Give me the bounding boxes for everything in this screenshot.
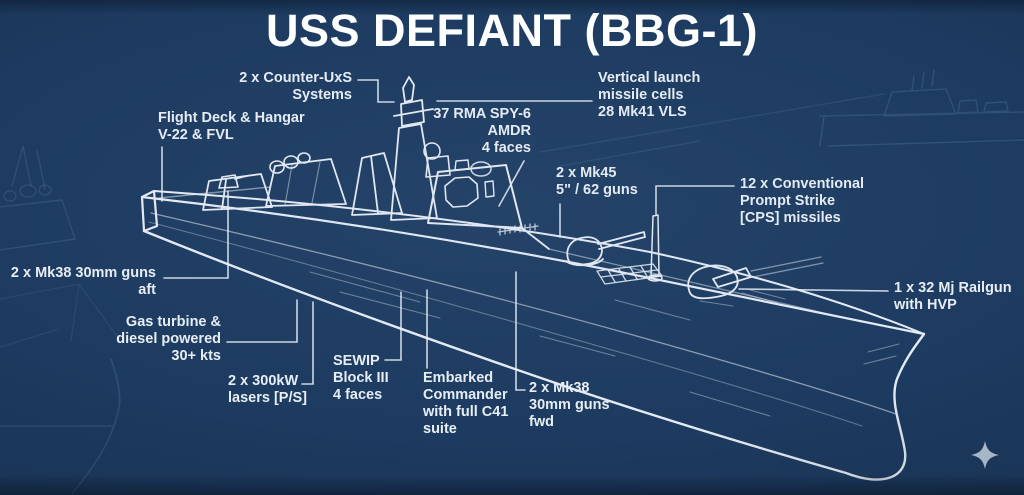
background-ship-sketches <box>0 69 1024 495</box>
hull-transom <box>140 189 159 233</box>
mk45-gun-turret <box>565 231 646 267</box>
foredeck-line <box>548 248 863 323</box>
leader-lasers <box>301 301 314 385</box>
leader-railgun <box>738 288 889 292</box>
background-ship-right-outline <box>819 69 1024 147</box>
page-title: USS DEFIANT (BBG-1) <box>266 5 758 56</box>
mk38-aft-gun <box>218 174 248 189</box>
label-mk38-guns-fwd: 2 x Mk38 30mm guns fwd <box>529 380 610 430</box>
bridge-front-slope <box>521 227 550 250</box>
deck-railing <box>497 223 539 236</box>
label-mk38-guns-aft: 2 x Mk38 30mm guns aft <box>10 265 156 298</box>
hull-strake-line <box>150 212 897 415</box>
hull-sheer-far <box>153 190 925 335</box>
leader-cps <box>655 185 735 215</box>
label-flight-deck-hangar: Flight Deck & Hangar V-22 & FVL <box>158 110 305 143</box>
funnel-block <box>351 152 403 216</box>
label-vertical-launch-cells: Vertical launch missile cells 28 Mk41 VL… <box>598 70 701 120</box>
label-embarked-commander: Embarked Commander with full C41 suite <box>423 370 509 437</box>
leader-mk38-fwd <box>515 271 526 391</box>
sensor-dome <box>269 160 285 174</box>
label-railgun: 1 x 32 Mj Railgun with HVP <box>894 280 1012 313</box>
deckhouse-door <box>484 180 495 198</box>
hull-sheer-near <box>140 195 926 336</box>
aft-deckhouse-shading <box>284 161 321 206</box>
background-curve-bottom-left <box>0 358 121 495</box>
background-bow-diagonal <box>539 93 885 167</box>
label-lasers: 2 x 300kW lasers [P/S] <box>228 373 307 406</box>
leader-mk38-aft <box>163 190 229 279</box>
hull-bottom-and-stem <box>142 229 926 481</box>
deckhouse-roof-box <box>454 159 470 171</box>
hull-strake-line-2 <box>148 221 863 427</box>
callout-leader-lines <box>161 79 889 391</box>
sensor-dome <box>283 155 299 169</box>
mast-ball-sensor <box>423 142 441 160</box>
leader-sewip <box>384 291 402 361</box>
ship-drawing <box>140 76 926 481</box>
leader-gas-turbine <box>226 299 298 343</box>
hangar-block <box>202 173 273 211</box>
whip-antenna <box>647 214 663 282</box>
deckhouse-dome <box>470 161 492 177</box>
background-web-lines <box>0 283 120 348</box>
label-cps-missiles: 12 x Conventional Prompt Strike [CPS] mi… <box>740 176 865 226</box>
background-dome <box>38 184 52 196</box>
mast-tower <box>390 76 438 221</box>
railgun-turret <box>687 264 752 300</box>
label-mk45-guns: 2 x Mk45 5" / 62 guns <box>556 165 638 198</box>
label-sewip: SEWIP Block III 4 faces <box>333 353 389 403</box>
spy-array-octagon <box>444 176 479 208</box>
leader-counter-uxs <box>357 79 395 103</box>
vls-grid <box>596 263 663 285</box>
railgun-rails <box>750 256 824 278</box>
main-deckhouse <box>427 164 523 229</box>
sparkle-icon <box>971 441 999 469</box>
label-spy6-radar: 37 RMA SPY-6 AMDR 4 faces <box>433 106 531 156</box>
background-dome <box>3 190 17 202</box>
label-propulsion: Gas turbine & diesel powered 30+ kts <box>116 314 221 364</box>
sketch-hatching <box>309 271 900 417</box>
background-ship-left-outline <box>0 145 76 251</box>
sensor-box <box>425 155 451 178</box>
label-counter-uxs: 2 x Counter-UxS Systems <box>239 70 352 103</box>
background-dome <box>19 184 37 198</box>
aft-deckhouse <box>265 158 347 207</box>
flight-deck-line <box>158 186 271 199</box>
